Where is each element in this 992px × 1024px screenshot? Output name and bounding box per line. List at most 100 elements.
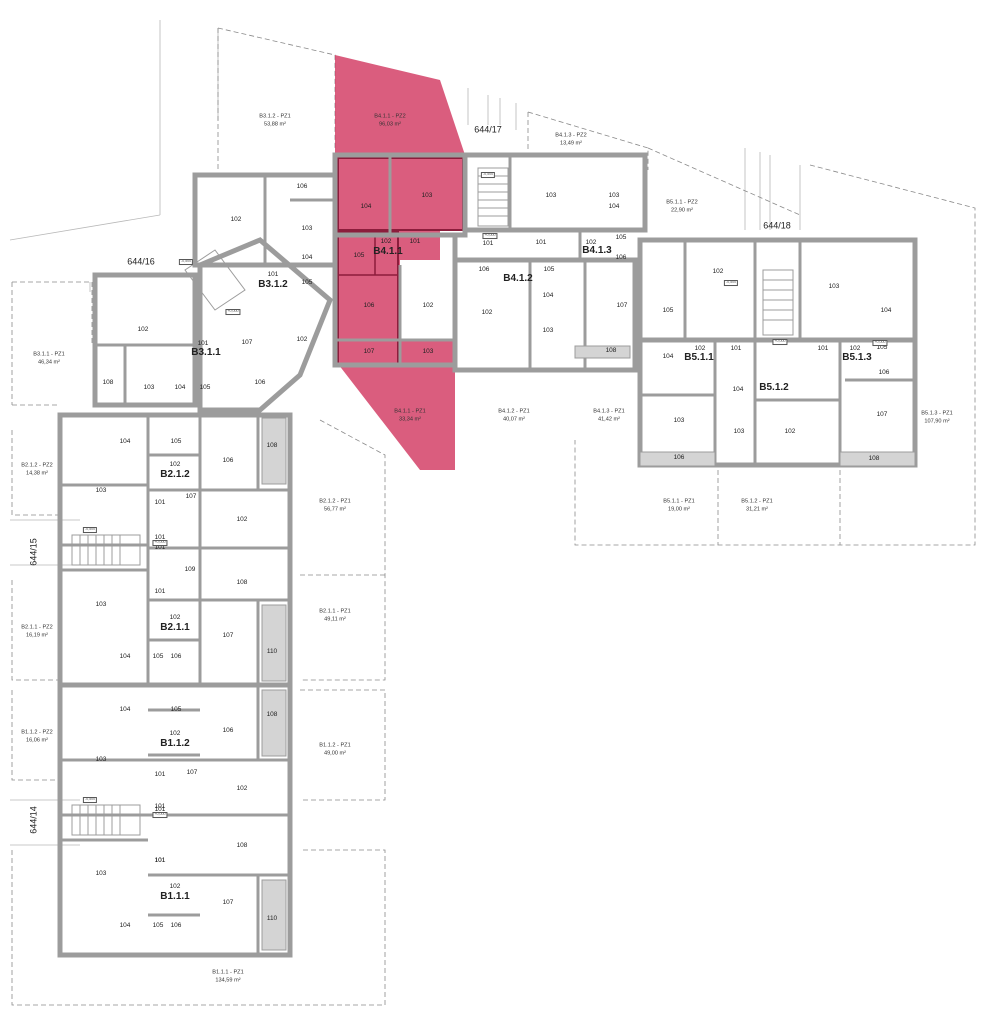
parcel-number: 644/15 bbox=[28, 538, 39, 566]
garden-area: 19,00 m² bbox=[667, 506, 691, 512]
room-number: 107 bbox=[363, 347, 375, 355]
unit-label: B1.1.1 bbox=[160, 891, 190, 902]
garden-area: 53,88 m² bbox=[263, 121, 287, 127]
room-number: 102 bbox=[169, 729, 181, 737]
level-tag: +0,000 bbox=[152, 812, 168, 818]
garden-name: B1.1.2 - PZ1 bbox=[319, 742, 351, 749]
room-number: 104 bbox=[119, 652, 131, 660]
room-number: 107 bbox=[876, 410, 888, 418]
room-number: 102 bbox=[380, 237, 392, 245]
terrace-pads bbox=[261, 345, 916, 951]
room-number: 106 bbox=[170, 921, 182, 929]
unit-label: B4.1.1 bbox=[373, 246, 403, 257]
room-number: 102 bbox=[137, 325, 149, 333]
garden-name: B5.1.1 - PZ1 bbox=[663, 498, 695, 505]
unit-label: B4.1.2 bbox=[503, 273, 533, 284]
room-number: 107 bbox=[222, 631, 234, 639]
room-number: 102 bbox=[422, 301, 434, 309]
garden-name: B5.1.2 - PZ1 bbox=[741, 498, 773, 505]
unit-label: B2.1.1 bbox=[160, 622, 190, 633]
garden-name: B2.1.1 - PZ2 bbox=[21, 624, 53, 631]
room-number: 104 bbox=[662, 352, 674, 360]
garden-area: 49,11 m² bbox=[324, 616, 346, 622]
room-number: 103 bbox=[673, 416, 685, 424]
room-number: 105 bbox=[199, 383, 211, 391]
garden-area: 49,00 m² bbox=[323, 750, 347, 756]
level-tag: +0,000 bbox=[872, 340, 888, 346]
room-number: 103 bbox=[545, 191, 557, 199]
room-number: 104 bbox=[119, 921, 131, 929]
garden-name: B2.1.2 - PZ2 bbox=[21, 462, 53, 469]
garden-name: B2.1.1 - PZ1 bbox=[319, 608, 351, 615]
room-number: 105 bbox=[353, 251, 365, 259]
room-number: 106 bbox=[363, 301, 375, 309]
unit-label: B4.1.3 bbox=[582, 245, 612, 256]
garden-area: 134,59 m² bbox=[215, 977, 241, 983]
room-number: 105 bbox=[615, 233, 627, 241]
garden-area: 13,49 m² bbox=[559, 140, 583, 146]
room-number: 106 bbox=[222, 726, 234, 734]
room-number: 107 bbox=[241, 338, 253, 346]
room-number: 102 bbox=[296, 335, 308, 343]
unit-label: B5.1.2 bbox=[759, 382, 789, 393]
room-number: 103 bbox=[95, 486, 107, 494]
room-number: 105 bbox=[170, 705, 182, 713]
unit-label: B3.1.1 bbox=[191, 347, 221, 358]
room-number: 104 bbox=[360, 202, 372, 210]
room-number: 101 bbox=[154, 498, 166, 506]
room-number: 103 bbox=[95, 600, 107, 608]
level-tag: -0,500 bbox=[480, 172, 496, 178]
garden-name: B3.1.1 - PZ1 bbox=[33, 351, 65, 358]
room-number: 105 bbox=[543, 265, 555, 273]
room-number: 101 bbox=[154, 856, 166, 864]
room-number: 110 bbox=[266, 914, 278, 922]
room-number: 104 bbox=[174, 383, 186, 391]
interior-walls bbox=[60, 155, 915, 955]
room-number: 108 bbox=[605, 346, 617, 354]
room-number: 101 bbox=[267, 270, 279, 278]
room-number: 106 bbox=[254, 378, 266, 386]
room-number: 101 bbox=[154, 802, 166, 810]
room-number: 101 bbox=[154, 533, 166, 541]
level-tag: -0,500 bbox=[82, 797, 98, 803]
garden-area: 22,90 m² bbox=[670, 207, 694, 213]
room-number: 101 bbox=[409, 237, 421, 245]
parcel-number: 644/17 bbox=[474, 124, 502, 135]
room-number: 103 bbox=[143, 383, 155, 391]
room-number: 103 bbox=[421, 191, 433, 199]
room-number: 107 bbox=[222, 898, 234, 906]
room-number: 101 bbox=[154, 543, 166, 551]
room-number: 103 bbox=[95, 869, 107, 877]
unit-label: B1.1.2 bbox=[160, 738, 190, 749]
garden-name: B1.1.2 - PZ2 bbox=[21, 729, 53, 736]
parcel-number: 644/14 bbox=[28, 806, 39, 834]
room-number: 102 bbox=[236, 784, 248, 792]
room-number: 101 bbox=[482, 239, 494, 247]
room-number: 102 bbox=[169, 613, 181, 621]
parcel-number: 644/18 bbox=[763, 220, 791, 231]
unit-label: B5.1.1 bbox=[684, 352, 714, 363]
room-number: 104 bbox=[880, 306, 892, 314]
room-number: 101 bbox=[154, 587, 166, 595]
room-number: 103 bbox=[542, 326, 554, 334]
room-number: 103 bbox=[301, 224, 313, 232]
room-number: 101 bbox=[197, 339, 209, 347]
level-tag: +0,000 bbox=[152, 540, 168, 546]
garden-area: 16,19 m² bbox=[25, 632, 49, 638]
room-number: 106 bbox=[296, 182, 308, 190]
room-number: 108 bbox=[266, 441, 278, 449]
room-number: 101 bbox=[817, 344, 829, 352]
room-number: 102 bbox=[694, 344, 706, 352]
room-number: 104 bbox=[732, 385, 744, 393]
room-number: 103 bbox=[733, 427, 745, 435]
garden-area: 33,34 m² bbox=[398, 416, 422, 422]
